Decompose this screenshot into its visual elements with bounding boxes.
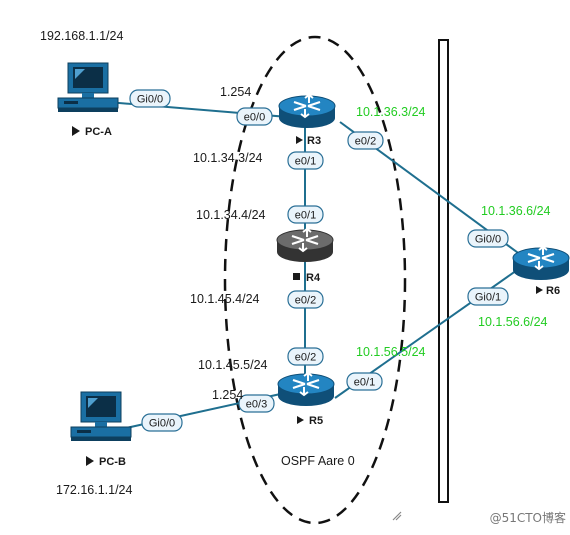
iface-label: e0/1 (354, 377, 375, 389)
iface-label: Gi0/0 (475, 234, 501, 246)
pca-ip-label: 192.168.1.1/24 (40, 29, 123, 43)
iface-r5-e03[interactable]: e0/3 (238, 394, 275, 413)
network-segment-bar (438, 39, 449, 503)
ospf-area-label: OSPF Aare 0 (281, 454, 355, 468)
pc-b[interactable] (70, 391, 132, 442)
r6-name: R6 (546, 285, 560, 297)
router-icon (279, 95, 335, 128)
iface-label: Gi0/0 (149, 418, 175, 430)
iface-label: Gi0/1 (475, 292, 501, 304)
r4-name: R4 (306, 272, 321, 284)
iface-pcb-gi00[interactable]: Gi0/0 (141, 413, 183, 432)
cursor-icon (392, 511, 402, 521)
r3-name: R3 (307, 135, 321, 147)
r4-r5-ip-label: 10.1.45.4/24 (190, 292, 260, 306)
pc-a-label: PC-A (72, 126, 112, 138)
ospf-area-boundary (223, 35, 407, 525)
iface-label: e0/3 (246, 399, 267, 411)
router-r4[interactable] (277, 229, 333, 262)
r4-label: R4 (293, 272, 321, 284)
r3-r4-ip-label: 10.1.34.3/24 (193, 151, 263, 165)
iface-r3-e02[interactable]: e0/2 (347, 131, 384, 150)
router-icon (513, 247, 569, 280)
router-r6[interactable] (513, 247, 569, 280)
iface-r5-e02[interactable]: e0/2 (287, 347, 324, 366)
pc-icon (57, 62, 119, 113)
pc-a-name: PC-A (85, 126, 112, 138)
iface-pca-gi00[interactable]: Gi0/0 (129, 89, 171, 108)
play-icon (536, 286, 543, 294)
iface-r5-e01[interactable]: e0/1 (346, 372, 383, 391)
r5-r6-ip-label: 10.1.56.5/24 (356, 345, 426, 359)
iface-label: e0/1 (295, 210, 316, 222)
r6-label: R6 (536, 285, 560, 297)
router-r3[interactable] (279, 95, 335, 128)
r5-name: R5 (309, 415, 323, 427)
iface-label: e0/2 (355, 136, 376, 148)
r6-r5-ip-label: 10.1.56.6/24 (478, 315, 548, 329)
r6-r3-ip-label: 10.1.36.6/24 (481, 204, 551, 218)
iface-label: e0/2 (295, 352, 316, 364)
r4-r3-ip-label: 10.1.34.4/24 (196, 208, 266, 222)
watermark: @51CTO博客 (490, 510, 566, 525)
r5-gw-label: 1.254 (212, 388, 243, 402)
r5-label: R5 (297, 415, 323, 427)
iface-r6-gi01[interactable]: Gi0/1 (467, 287, 509, 306)
pcb-ip-label: 172.16.1.1/24 (56, 483, 133, 497)
router-r5[interactable] (278, 373, 334, 406)
play-icon (86, 456, 94, 466)
iface-label: Gi0/0 (137, 94, 163, 106)
stop-icon (293, 273, 300, 280)
r3-gw-label: 1.254 (220, 85, 251, 99)
iface-r3-e00[interactable]: e0/0 (236, 107, 273, 126)
iface-r4-e02[interactable]: e0/2 (287, 290, 324, 309)
iface-r4-e01[interactable]: e0/1 (287, 205, 324, 224)
r3-label: R3 (296, 135, 321, 147)
iface-label: e0/0 (244, 112, 265, 124)
iface-label: e0/2 (295, 295, 316, 307)
router-icon (277, 229, 333, 262)
pc-b-name: PC-B (99, 456, 126, 468)
pc-b-label: PC-B (86, 456, 126, 468)
iface-r6-gi00[interactable]: Gi0/0 (467, 229, 509, 248)
play-icon (297, 416, 304, 424)
r5-r4-ip-label: 10.1.45.5/24 (198, 358, 268, 372)
pc-a[interactable] (57, 62, 119, 113)
iface-label: e0/1 (295, 156, 316, 168)
play-icon (296, 136, 303, 144)
router-icon (278, 373, 334, 406)
iface-r3-e01[interactable]: e0/1 (287, 151, 324, 170)
play-icon (72, 126, 80, 136)
r3-r6-ip-label: 10.1.36.3/24 (356, 105, 426, 119)
pc-icon (70, 391, 132, 442)
